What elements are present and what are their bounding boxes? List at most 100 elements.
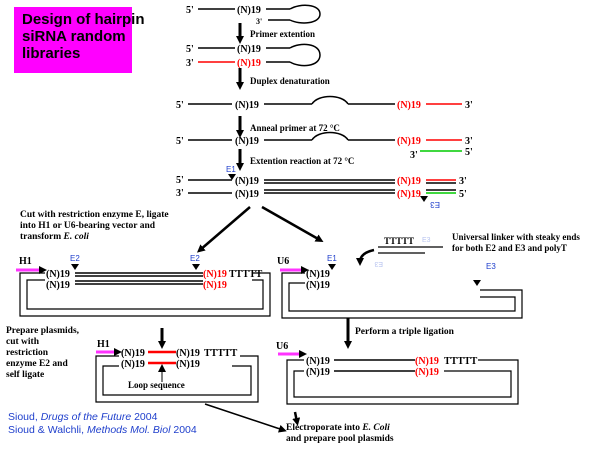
three-prime-label: 3': [410, 150, 418, 161]
n19-red-label: (N)19: [237, 58, 261, 69]
left-branch-line-1: Cut with restriction enzyme E, ligate: [20, 210, 169, 220]
five-prime-label: 5': [176, 100, 184, 111]
n19-label: (N)19: [121, 348, 145, 359]
curved-arrow: [356, 248, 375, 266]
five-prime-label: 5': [186, 5, 194, 16]
bottom-right-vector: U6 (N)19 (N)19 (N)19 (N)19 TTTTT: [276, 341, 519, 405]
e1-site-label: E1: [327, 254, 337, 263]
u6-label: U6: [276, 341, 288, 352]
e-coli-italic: E. coli: [63, 232, 89, 242]
vector-outline: [19, 272, 271, 317]
n19-label: (N)19: [235, 189, 259, 200]
linker-line-2: for both E2 and E3 and polyT: [452, 243, 567, 253]
step1-hairpin: 5' (N)19 3' Primer extention: [186, 4, 321, 44]
n19-red-label: (N)19: [415, 367, 439, 378]
three-prime-label: 3': [176, 188, 184, 199]
step-duplex-denaturation: Duplex denaturation: [250, 76, 330, 86]
step4-annealed: 5' (N)19 (N)19 3' 3' 5' Extention reacti…: [176, 131, 473, 171]
vector-outline: [95, 355, 259, 403]
hairpin-loop: [289, 4, 321, 24]
five-prime-label: 5': [176, 136, 184, 147]
linker-ttttt: TTTTT: [384, 236, 414, 246]
five-prime-label: 5': [186, 44, 194, 55]
three-prime-label: 3': [186, 58, 194, 69]
converge-arrow-right: [292, 411, 301, 426]
cut-site-marker: [192, 264, 200, 270]
n19-red-label: (N)19: [397, 136, 421, 147]
n19-red-label: (N)19: [415, 356, 439, 367]
title-line-1: Design of hairpin: [22, 11, 145, 28]
prepare-plasmids-text: Prepare plasmids, cut with restriction e…: [6, 326, 79, 381]
prepare-line-1: Prepare plasmids,: [6, 326, 80, 336]
vector-outline: [281, 272, 523, 319]
n19-label: (N)19: [235, 136, 259, 147]
cut-site-marker: [420, 196, 428, 202]
polyt-label: TTTTT: [444, 356, 478, 367]
vector-outline-inner: [102, 365, 252, 396]
e3-site-label: E3: [486, 262, 496, 271]
hairpin-loop: [289, 43, 321, 67]
triple-ligation-text: Perform a triple ligation: [355, 327, 454, 337]
n19-label: (N)19: [306, 356, 330, 367]
prepare-line-5: self ligate: [6, 370, 45, 380]
h1-label: H1: [97, 339, 110, 350]
reference-2: Sioud & Walchli, Methods Mol. Biol 2004: [8, 424, 197, 436]
converge-arrow-left: [204, 403, 287, 433]
left-vector-h1: H1 E2 E2 (N)19 (N)19 (N)19 (N)19 TTTTT: [16, 254, 271, 317]
five-prime-label: 5': [459, 189, 467, 200]
step5-duplex: E1 5' 3' (N)19 (N)19 (N)19 (N)19 3' 5' E…: [176, 165, 467, 209]
n19-label: (N)19: [237, 44, 261, 55]
cut-site-marker: [71, 264, 79, 270]
five-prime-label: 5': [176, 175, 184, 186]
title-line-3: libraries: [22, 45, 81, 62]
left-branch-instructions: Cut with restriction enzyme E, ligate in…: [20, 210, 169, 243]
n19-red-label: (N)19: [397, 189, 421, 200]
n19-label: (N)19: [46, 280, 70, 291]
e3-flipped-site-label: E3: [430, 200, 440, 209]
e1-site-label: E1: [226, 165, 236, 174]
n19-label: (N)19: [306, 269, 330, 280]
vector-outline-inner: [293, 370, 512, 398]
h1-label: H1: [19, 256, 32, 267]
three-prime-label: 3': [465, 136, 473, 147]
prepare-line-2: cut with: [6, 337, 39, 347]
cut-site-marker: [228, 174, 236, 180]
title-line-2: siRNA random: [22, 28, 126, 45]
n19-label: (N)19: [176, 359, 200, 370]
cut-site-marker: [473, 280, 481, 286]
electroporate-line-1: Electroporate into E. Coli: [286, 423, 390, 433]
e2-site-label: E2: [70, 254, 80, 263]
linker-line-1: Universal linker with steaky ends: [452, 232, 580, 242]
loop-bulge: [311, 95, 349, 105]
step2-extended-hairpin: 5' (N)19 3' (N)19 Duplex denaturation: [186, 43, 330, 90]
step-primer-extension: Primer extention: [250, 29, 315, 39]
loop-sequence-label: Loop sequence: [128, 380, 185, 390]
linker-e3-label: E3: [422, 237, 431, 244]
left-branch-line-3: transform E. coli: [20, 232, 89, 242]
polyt-label: TTTTT: [204, 348, 238, 359]
prepare-line-4: enzyme E2 and: [6, 359, 68, 369]
n19-label: (N)19: [121, 359, 145, 370]
polyt-label: TTTTT: [229, 269, 263, 280]
right-vector-u6: U6 E1 E3 (N)19 (N)19: [277, 254, 523, 319]
vector-outline-inner: [288, 282, 516, 312]
five-prime-label: 5': [465, 147, 473, 158]
n19-label: (N)19: [235, 100, 259, 111]
n19-red-label: (N)19: [203, 280, 227, 291]
loop-bulge: [311, 131, 349, 141]
three-prime-label: 3': [459, 176, 467, 187]
step-extension-reaction: Extention reaction at 72 °C: [250, 156, 354, 166]
branch-arrow-right: [261, 205, 324, 242]
e2-site-label: E2: [190, 254, 200, 263]
electroporate-text: Electroporate into E. Coli and prepare p…: [286, 423, 394, 445]
electroporate-line-2: and prepare pool plasmids: [286, 434, 394, 444]
n19-label: (N)19: [237, 5, 261, 16]
branch-arrow-left: [196, 206, 251, 253]
bottom-left-vector: H1 (N)19 (N)19 (N)19 (N)19 TTTTT Loop se…: [95, 328, 259, 403]
three-prime-label: 3': [256, 17, 262, 26]
references: Sioud, Drugs of the Future 2004 Sioud & …: [8, 411, 197, 437]
reference-1: Sioud, Drugs of the Future 2004: [8, 411, 158, 423]
n19-label: (N)19: [176, 348, 200, 359]
n19-label: (N)19: [306, 367, 330, 378]
